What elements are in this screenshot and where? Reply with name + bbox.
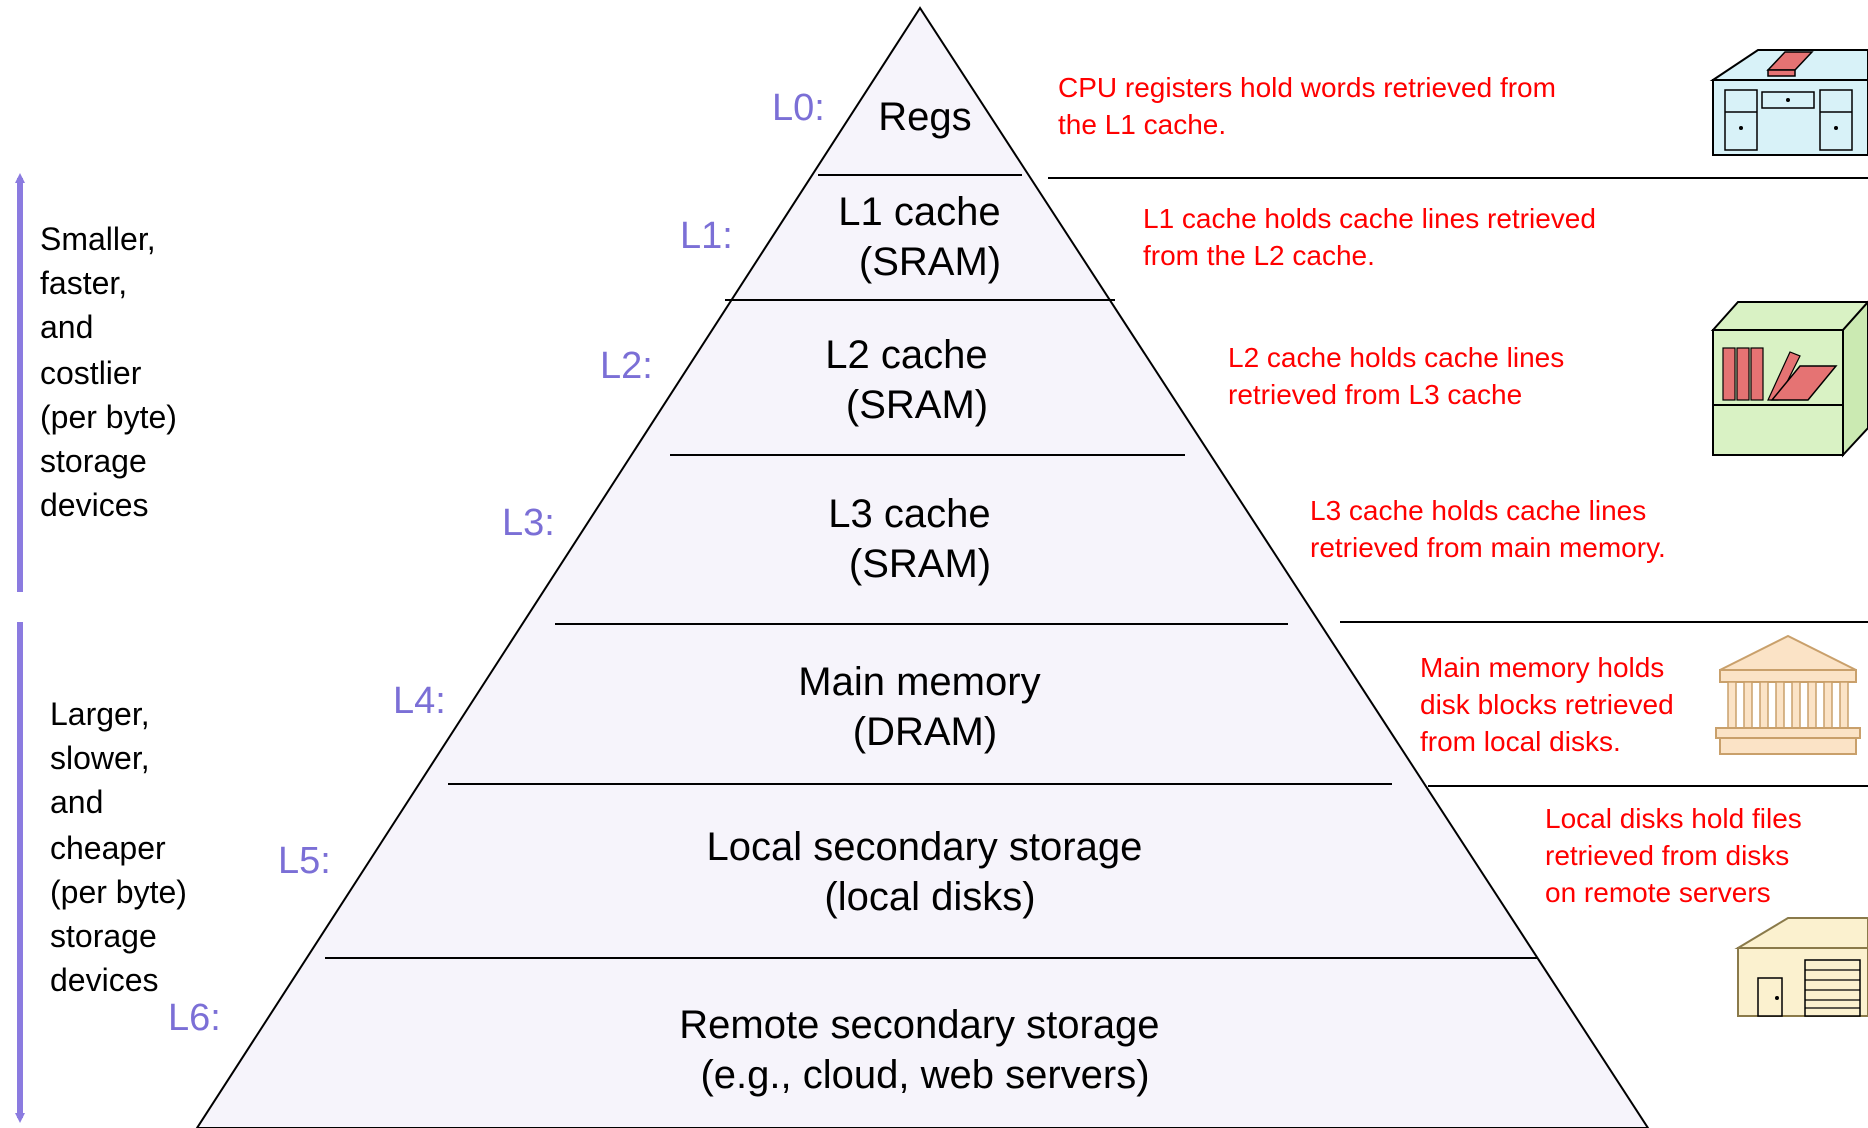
level-labels: L0: L1: L2: L3: L4: L5: L6: [168,87,825,1039]
side-labels: Smaller, faster, and costlier (per byte)… [40,221,196,998]
level-label-l6: L6: [168,997,221,1039]
bookshelf-icon [1710,300,1868,458]
warehouse-icon [1734,917,1868,1017]
tier-labels: Regs L1 cache (SRAM) L2 cache (SRAM) L3 … [679,95,1170,1097]
tier-label-l5: Local secondary storage (local disks) [707,825,1154,919]
level-label-l3: L3: [502,502,555,544]
description-separators [1048,177,1868,787]
description-l0: CPU registers hold words retrieved from … [1058,72,1564,140]
pyramid-outline [195,6,1650,1128]
description-l4: Main memory holds disk blocks retrieved … [1420,652,1681,757]
level-label-l5: L5: [278,840,331,882]
level-label-l4: L4: [393,680,446,722]
level-label-l0: L0: [772,87,825,129]
description-l5: Local disks hold files retrieved from di… [1545,803,1810,908]
side-label-bottom: Larger, slower, and cheaper (per byte) s… [50,696,196,998]
desk-icon [1709,49,1868,156]
level-label-l1: L1: [680,215,733,257]
tier-label-l0: Regs [878,95,971,139]
side-label-top: Smaller, faster, and costlier (per byte)… [40,221,186,523]
tier-label-l3: L3 cache (SRAM) [828,492,1001,586]
tier-label-l4: Main memory (DRAM) [798,660,1051,754]
description-l3: L3 cache holds cache lines retrieved fro… [1310,495,1666,563]
descriptions: CPU registers hold words retrieved from … [1058,72,1810,908]
tier-label-l1: L1 cache (SRAM) [838,190,1011,284]
description-l2: L2 cache holds cache lines retrieved fro… [1228,342,1572,410]
tier-label-l6: Remote secondary storage (e.g., cloud, w… [679,1003,1170,1097]
description-l1: L1 cache holds cache lines retrieved fro… [1143,203,1604,271]
tier-label-l2: L2 cache (SRAM) [825,333,998,427]
library-icon [1715,634,1861,755]
pyramid [195,6,1650,1128]
level-label-l2: L2: [600,345,653,387]
